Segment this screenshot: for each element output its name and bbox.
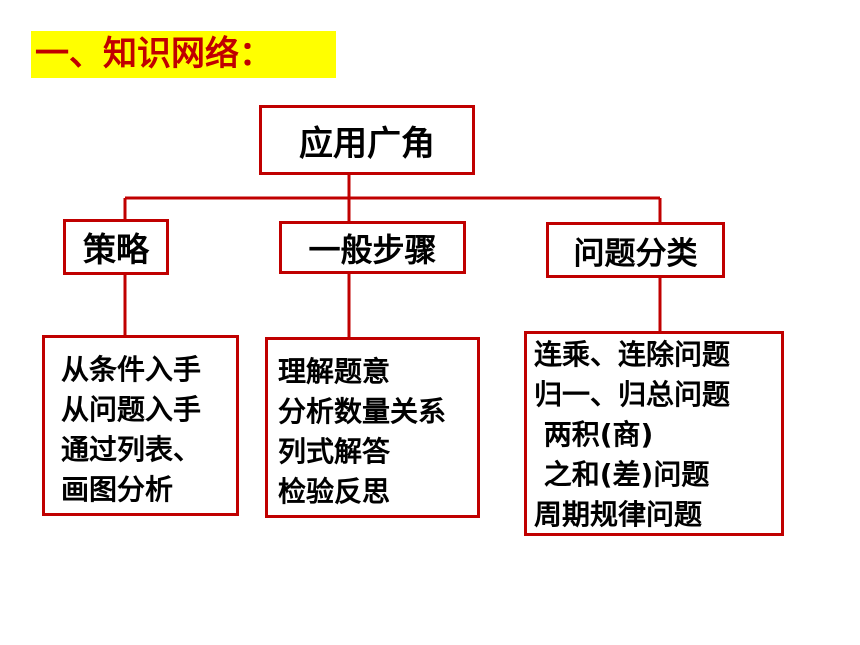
node-problem-types: 问题分类 [546, 222, 725, 278]
type-item: 两积(商) [534, 418, 654, 451]
section-title: 一、知识网络： [31, 31, 336, 78]
strategy-item: 从条件入手 [61, 353, 202, 386]
type-item: 归一、归总问题 [534, 378, 731, 411]
strategy-item: 通过列表、 [61, 433, 202, 466]
node-general-steps: 一般步骤 [279, 221, 466, 274]
step-item: 分析数量关系 [278, 395, 447, 428]
type-item: 之和(差)问题 [534, 458, 710, 491]
type-item: 连乘、连除问题 [534, 338, 731, 371]
strategy-items-box: 从条件入手 从问题入手 通过列表、 画图分析 [42, 335, 239, 516]
root-node: 应用广角 [259, 105, 475, 175]
steps-items-box: 理解题意 分析数量关系 列式解答 检验反思 [265, 337, 480, 518]
types-items-box: 连乘、连除问题 归一、归总问题 两积(商) 之和(差)问题 周期规律问题 [524, 331, 784, 536]
strategy-item: 画图分析 [61, 473, 174, 506]
type-item: 周期规律问题 [534, 498, 703, 531]
step-item: 检验反思 [278, 475, 391, 508]
node-strategy: 策略 [63, 219, 169, 275]
strategy-item: 从问题入手 [61, 393, 202, 426]
step-item: 理解题意 [278, 355, 391, 388]
step-item: 列式解答 [278, 435, 391, 468]
